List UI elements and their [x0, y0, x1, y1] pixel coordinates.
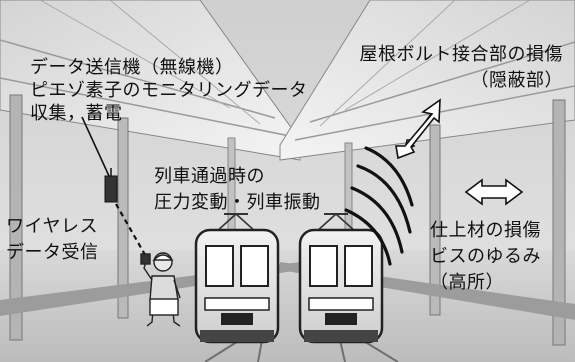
transmitter-label-line-1: データ送信機（無線機） — [30, 57, 234, 78]
transmitter-box — [104, 168, 118, 203]
transmitter-leader-line — [81, 116, 110, 177]
transmitter-label: データ送信機（無線機） ピエゾ素子のモニタリングデータ 収集，蓄電 — [30, 56, 308, 125]
wireless-label-line-1: ワイヤレス — [6, 216, 98, 237]
roof-bolt-line-2: （隠蔽部） — [470, 70, 563, 91]
rails — [204, 339, 399, 362]
right-train — [298, 212, 384, 344]
wireless-label-line-2: データ受信 — [6, 242, 99, 263]
wireless-link — [115, 203, 149, 261]
finish-damage-line-2: ビスのゆるみ — [430, 246, 541, 267]
train-effects-label: 列車通過時の 圧力変動・列車振動 — [154, 164, 321, 216]
roof-bolt-label: 屋根ボルト接合部の損傷 （隠蔽部） — [360, 42, 564, 94]
worker-figure — [140, 252, 181, 327]
transmitter-label-line-3: 収集，蓄電 — [30, 103, 123, 124]
left-train — [194, 212, 280, 344]
finish-damage-line-3: （高所） — [430, 272, 504, 293]
vibration-waves — [344, 146, 414, 266]
transmitter-label-line-2: ピエゾ素子のモニタリングデータ — [30, 80, 308, 101]
finish-damage-label: 仕上材の損傷 ビスのゆるみ （高所） — [430, 218, 541, 296]
wireless-receive-label: ワイヤレス データ受信 — [6, 214, 99, 266]
roof-bolt-double-arrow — [395, 98, 441, 160]
train-effects-line-2: 圧力変動・列車振動 — [154, 192, 321, 213]
left-canopy — [0, 0, 301, 341]
finish-double-arrow — [464, 178, 524, 206]
roof-bolt-line-1: 屋根ボルト接合部の損傷 — [359, 44, 563, 65]
finish-damage-line-1: 仕上材の損傷 — [430, 220, 541, 241]
train-effects-line-1: 列車通過時の — [154, 166, 265, 187]
